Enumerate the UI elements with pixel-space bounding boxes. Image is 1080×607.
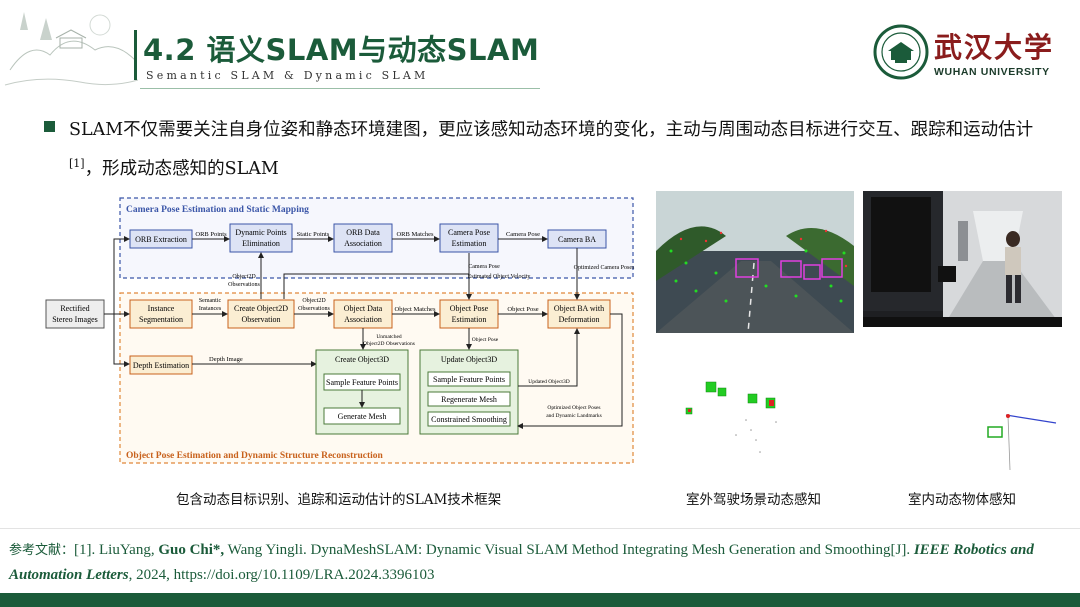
university-name-cn: 武汉大学 — [934, 31, 1055, 64]
svg-text:Object Pose: Object Pose — [507, 306, 538, 313]
svg-text:Unmatched: Unmatched — [376, 334, 402, 340]
svg-text:ORB Matches: ORB Matches — [396, 231, 433, 238]
svg-text:Segmentation: Segmentation — [139, 315, 183, 324]
svg-text:Constrained Smoothing: Constrained Smoothing — [431, 415, 507, 424]
svg-text:Camera Pose: Camera Pose — [506, 231, 540, 238]
svg-text:Object2D: Object2D — [232, 274, 256, 280]
footer-bar — [0, 593, 1080, 607]
svg-text:Elimination: Elimination — [242, 239, 280, 248]
svg-text:ORB Points: ORB Points — [195, 231, 227, 238]
svg-text:Update Object3D: Update Object3D — [441, 355, 497, 364]
indoor-point-cloud — [878, 370, 1062, 470]
svg-text:Semantic: Semantic — [199, 298, 222, 304]
group-object-pose-label: Object Pose Estimation and Dynamic Struc… — [126, 451, 384, 461]
svg-text:Object2D: Object2D — [302, 298, 326, 304]
svg-text:Updated Object3D: Updated Object3D — [528, 379, 569, 385]
svg-text:Association: Association — [344, 315, 382, 324]
svg-text:Observations: Observations — [298, 306, 330, 312]
page-subtitle: Semantic SLAM & Dynamic SLAM — [146, 69, 429, 82]
citation-marker: [1] — [69, 157, 85, 170]
diagram-caption: 包含动态目标识别、追踪和运动估计的SLAM技术框架 — [176, 492, 502, 508]
bullet-text: SLAM不仅需要关注自身位姿和静态环境建图，更应该感知动态环境的变化，主动与周围… — [69, 120, 1034, 179]
svg-text:Create Object3D: Create Object3D — [335, 355, 389, 364]
input-label-1: Rectified — [60, 304, 89, 313]
outdoor-caption: 室外驾驶场景动态感知 — [686, 492, 821, 508]
svg-text:Sample Feature Points: Sample Feature Points — [433, 375, 505, 384]
outdoor-driving-image — [656, 191, 854, 333]
svg-text:Object Pose: Object Pose — [472, 337, 499, 343]
svg-text:Instance: Instance — [148, 304, 175, 313]
indoor-corridor-image — [863, 191, 1062, 327]
svg-text:Camera Pose: Camera Pose — [468, 264, 500, 270]
bullet-marker — [44, 121, 55, 132]
svg-text:Sample Feature Points: Sample Feature Points — [326, 378, 398, 387]
university-name-en: WUHAN UNIVERSITY — [934, 66, 1050, 78]
svg-text:Depth Image: Depth Image — [209, 356, 243, 363]
svg-text:Observation: Observation — [241, 315, 280, 324]
svg-text:Optimized Object Poses: Optimized Object Poses — [547, 405, 600, 411]
svg-text:Static Points: Static Points — [297, 231, 330, 238]
svg-text:Estimation: Estimation — [452, 239, 487, 248]
svg-text:and Dynamic Landmarks: and Dynamic Landmarks — [546, 413, 602, 419]
title-accent-bar — [134, 30, 137, 80]
page-title: 4.2 语义SLAM与动态SLAM — [143, 33, 540, 67]
input-label-2: Stereo Images — [52, 315, 98, 324]
indoor-caption: 室内动态物体感知 — [908, 492, 1016, 508]
svg-text:Depth Estimation: Depth Estimation — [133, 361, 189, 370]
svg-text:Generate Mesh: Generate Mesh — [338, 412, 387, 421]
title-underline — [140, 88, 540, 89]
svg-text:Estimated Object Velocity: Estimated Object Velocity — [468, 274, 531, 280]
university-seal-icon — [873, 24, 929, 80]
slam-framework-diagram: Camera Pose Estimation and Static Mappin… — [45, 197, 635, 464]
svg-text:Deformation: Deformation — [559, 315, 600, 324]
svg-text:Instances: Instances — [199, 306, 222, 312]
svg-text:Object Data: Object Data — [344, 304, 383, 313]
svg-text:Estimation: Estimation — [452, 315, 487, 324]
svg-text:Object Matches: Object Matches — [395, 306, 436, 313]
svg-text:Object2D Observations: Object2D Observations — [363, 341, 415, 347]
reference-text: 参考文献：[1]. LiuYang, Guo Chi*, Wang Yingli… — [9, 542, 1034, 583]
reference-divider — [0, 528, 1080, 529]
svg-text:Association: Association — [344, 239, 382, 248]
svg-text:Object Pose: Object Pose — [450, 304, 489, 313]
svg-text:Optimized Camera Poses: Optimized Camera Poses — [574, 265, 635, 271]
outdoor-point-cloud — [656, 360, 854, 472]
svg-text:ORB Data: ORB Data — [346, 228, 380, 237]
svg-text:Camera BA: Camera BA — [558, 235, 596, 244]
svg-text:Dynamic Points: Dynamic Points — [235, 228, 286, 237]
svg-text:Create Object2D: Create Object2D — [234, 304, 288, 313]
svg-text:Observations: Observations — [228, 282, 260, 288]
group-camera-pose-label: Camera Pose Estimation and Static Mappin… — [126, 205, 309, 215]
svg-text:Camera Pose: Camera Pose — [448, 228, 490, 237]
box-orb-extraction: ORB Extraction — [135, 235, 187, 244]
decorative-landscape-painting — [4, 12, 139, 86]
svg-text:Object BA with: Object BA with — [554, 304, 604, 313]
svg-text:Regenerate Mesh: Regenerate Mesh — [441, 395, 497, 404]
